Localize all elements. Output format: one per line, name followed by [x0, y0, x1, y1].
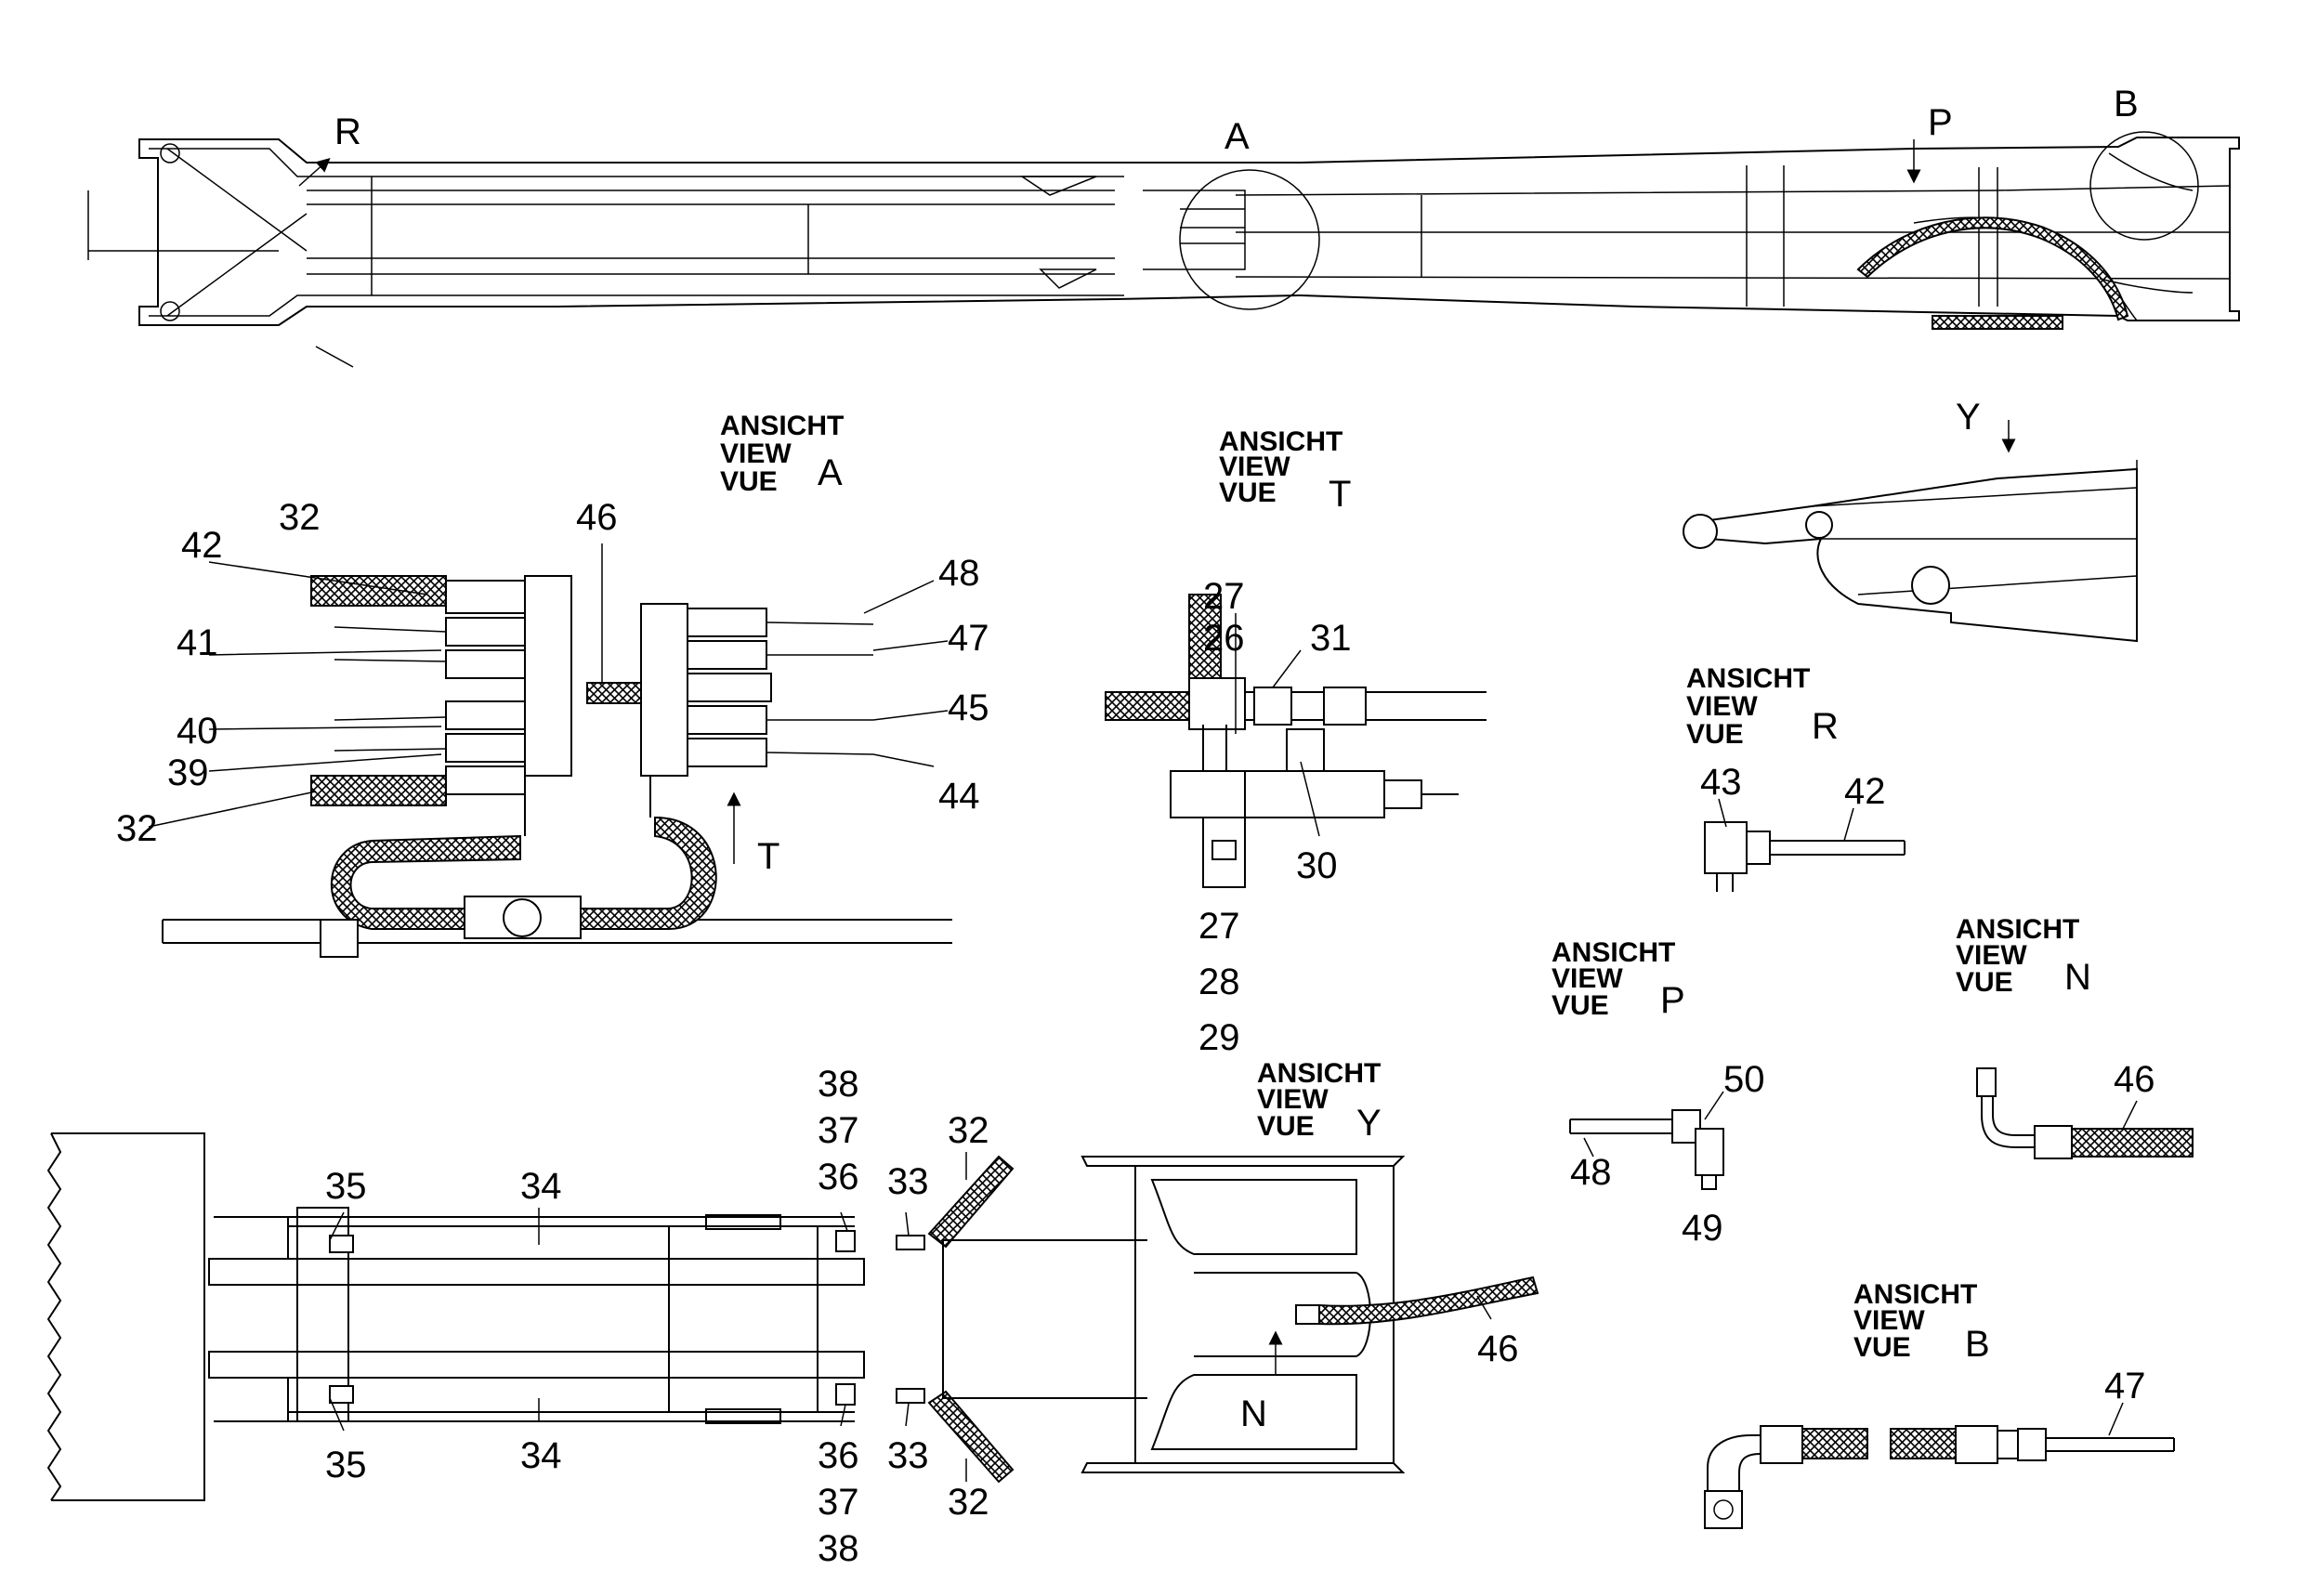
label-32-d: 32: [948, 1482, 989, 1523]
svg-text:VIEW: VIEW: [1257, 1084, 1329, 1115]
label-47-b: 47: [2104, 1366, 2146, 1406]
view-letter-A: A: [818, 452, 843, 493]
fittings-left: [445, 580, 526, 795]
label-32-a: 32: [279, 497, 321, 538]
view-N-title: ANSICHT VIEW VUE N: [1956, 914, 2091, 998]
leader-R: [298, 158, 331, 187]
svg-text:ANSICHT: ANSICHT: [1219, 426, 1342, 457]
svg-text:VIEW: VIEW: [1219, 451, 1290, 482]
svg-text:VIEW: VIEW: [1853, 1305, 1925, 1336]
svg-text:VUE: VUE: [1853, 1332, 1911, 1363]
label-44: 44: [938, 776, 980, 817]
view-B-title: ANSICHT VIEW VUE B: [1853, 1279, 1990, 1365]
view-letter-N: N: [2064, 957, 2091, 998]
label-48: 48: [938, 553, 980, 594]
label-32-b: 32: [116, 808, 158, 849]
detail-circle-A: [1179, 169, 1320, 310]
svg-text:VIEW: VIEW: [1686, 691, 1758, 722]
label-38-a: 38: [818, 1064, 859, 1105]
view-A-drawing: [148, 346, 952, 958]
label-30: 30: [1296, 845, 1338, 886]
view-letter-T: T: [1329, 474, 1351, 515]
label-41: 41: [177, 622, 218, 663]
detail-circle-B: [2089, 131, 2199, 241]
boom-overview: [87, 131, 2240, 330]
label-36-b: 36: [818, 1435, 859, 1476]
label-49: 49: [1682, 1208, 1723, 1249]
label-46-n: 46: [2114, 1059, 2155, 1100]
label-39: 39: [167, 752, 209, 793]
svg-text:VUE: VUE: [720, 466, 778, 497]
label-46-lower: 46: [1477, 1328, 1519, 1369]
arrow-label-T: T: [757, 836, 779, 877]
marker-A: A: [1225, 116, 1250, 157]
label-36-a: 36: [818, 1157, 859, 1197]
label-35-a: 35: [325, 1166, 367, 1207]
view-Y-boom-head: [1683, 420, 2138, 643]
svg-text:VIEW: VIEW: [720, 438, 792, 469]
label-29: 29: [1198, 1017, 1240, 1058]
fittings-right: [687, 608, 772, 767]
label-27-b: 27: [1198, 906, 1240, 947]
view-N-drawing: [1976, 1067, 2194, 1159]
view-T-title: ANSICHT VIEW VUE T: [1219, 426, 1351, 515]
marker-P: P: [1928, 102, 1953, 143]
marker-R: R: [334, 111, 361, 152]
view-Y-title: ANSICHT VIEW VUE Y: [1257, 1058, 1382, 1144]
label-26: 26: [1203, 618, 1245, 659]
label-27-a: 27: [1203, 576, 1245, 617]
label-28: 28: [1198, 962, 1240, 1002]
label-32-c: 32: [948, 1110, 989, 1151]
label-37-b: 37: [818, 1482, 859, 1523]
svg-text:ANSICHT: ANSICHT: [1956, 914, 2079, 945]
label-47: 47: [948, 618, 989, 659]
view-letter-B: B: [1965, 1324, 1990, 1365]
svg-text:VUE: VUE: [1956, 967, 2013, 998]
svg-text:ANSICHT: ANSICHT: [1686, 663, 1810, 694]
view-T-drawing: [1105, 594, 1486, 888]
view-R-title: ANSICHT VIEW VUE R: [1686, 663, 1839, 750]
view-P-drawing: [1569, 1091, 1724, 1190]
label-42: 42: [181, 525, 223, 566]
svg-text:ANSICHT: ANSICHT: [1853, 1279, 1977, 1310]
label-33-b: 33: [887, 1435, 929, 1476]
label-31: 31: [1310, 618, 1352, 659]
view-B-drawing: [1704, 1402, 2175, 1529]
label-46: 46: [576, 497, 618, 538]
label-48-p: 48: [1570, 1152, 1612, 1193]
label-34-b: 34: [520, 1435, 562, 1476]
label-50: 50: [1723, 1059, 1765, 1100]
view-R-drawing: [1704, 798, 1906, 892]
label-45: 45: [948, 687, 989, 728]
label-37-a: 37: [818, 1110, 859, 1151]
label-40: 40: [177, 711, 218, 752]
label-42-r: 42: [1844, 771, 1886, 812]
svg-text:VUE: VUE: [1686, 719, 1744, 750]
view-letter-P: P: [1660, 980, 1685, 1021]
arrow-label-N: N: [1240, 1393, 1267, 1434]
label-38-b: 38: [818, 1528, 859, 1569]
marker-B: B: [2114, 84, 2139, 124]
lower-assembly: [46, 1132, 1539, 1501]
view-P-title: ANSICHT VIEW VUE P: [1552, 937, 1685, 1021]
label-43: 43: [1700, 762, 1742, 803]
view-letter-R: R: [1812, 706, 1839, 747]
svg-text:ANSICHT: ANSICHT: [720, 411, 844, 441]
view-letter-Y: Y: [1356, 1103, 1382, 1144]
marker-Y: Y: [1956, 397, 1981, 438]
svg-text:ANSICHT: ANSICHT: [1552, 937, 1675, 968]
svg-text:ANSICHT: ANSICHT: [1257, 1058, 1381, 1089]
svg-text:VUE: VUE: [1219, 477, 1277, 508]
label-35-b: 35: [325, 1445, 367, 1485]
svg-text:VIEW: VIEW: [1552, 963, 1623, 994]
view-A-title: ANSICHT VIEW VUE A: [720, 411, 844, 497]
svg-text:VUE: VUE: [1552, 990, 1609, 1021]
svg-text:VUE: VUE: [1257, 1111, 1315, 1142]
svg-text:VIEW: VIEW: [1956, 940, 2027, 971]
label-34-a: 34: [520, 1166, 562, 1207]
label-33-a: 33: [887, 1161, 929, 1202]
